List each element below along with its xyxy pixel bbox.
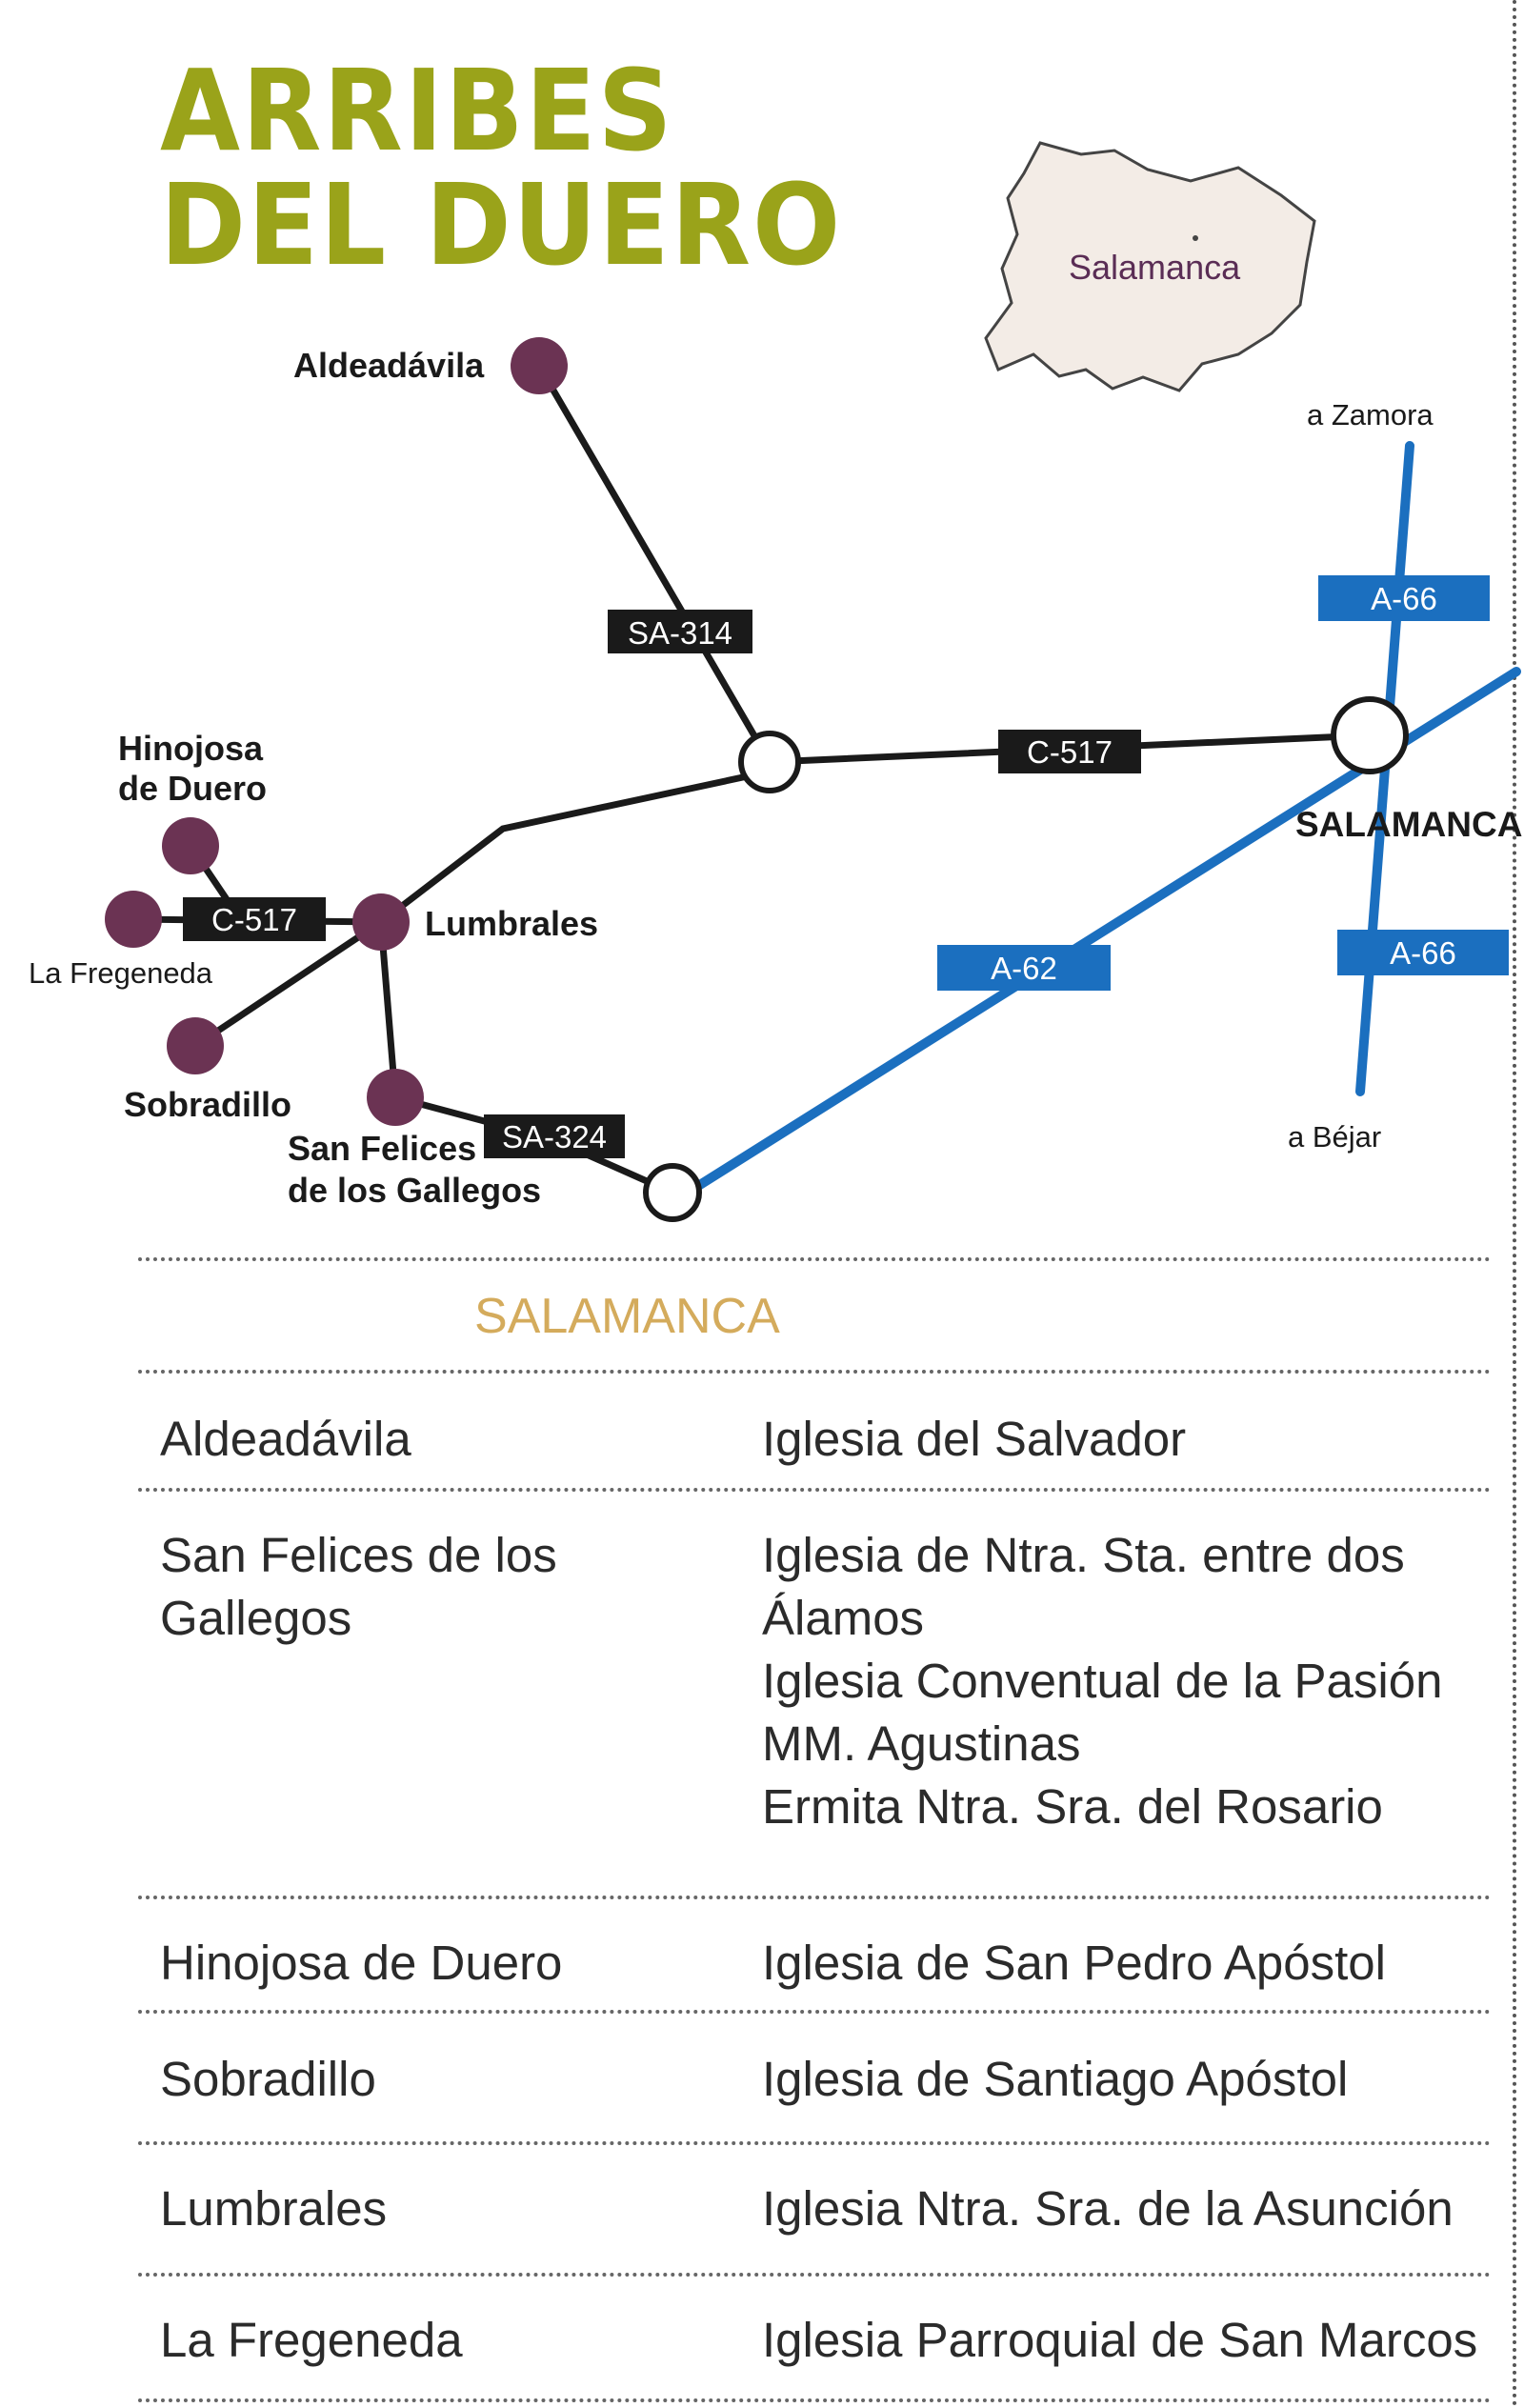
fregeneda-marker [105, 891, 162, 948]
c517-west-badge [183, 897, 326, 941]
sanfelices-marker [367, 1069, 424, 1126]
hinojosa-label-line-1: Hinojosa [118, 729, 264, 768]
site-name: Iglesia del Salvador [762, 1412, 1187, 1466]
junction-node [738, 731, 801, 793]
hinojosa-marker [162, 817, 219, 874]
aldeadavila-marker [511, 337, 568, 394]
dotted-divider [138, 1370, 1491, 1374]
town-name: Aldeadávila [160, 1412, 411, 1466]
lumbrales-label: Lumbrales [425, 904, 598, 943]
sobradillo-spur [191, 918, 385, 1050]
site-name: Iglesia de Santiago Apóstol [762, 2052, 1349, 2106]
a66-south-badge [1337, 930, 1509, 975]
c517-west-label: C-517 [211, 902, 297, 937]
site-name: Iglesia Parroquial de San Marcos [762, 2313, 1478, 2367]
hinojosa-label-line-2: de Duero [118, 769, 267, 808]
a66-north-badge [1318, 575, 1490, 621]
salamanca-city-node [1331, 696, 1409, 774]
route-map: Salamanca SA-314 [29, 141, 1522, 1222]
fregeneda-label: La Fregeneda [29, 956, 213, 990]
lumbrales-south-road [377, 918, 399, 1101]
site-name: Ermita Ntra. Sra. del Rosario [762, 1779, 1383, 1834]
sites-cell: Iglesia de Ntra. Sta. entre dos Álamos I… [762, 1524, 1514, 1838]
site-name: Iglesia Conventual de la Pasión MM. Agus… [762, 1654, 1443, 1771]
a62-badge [937, 945, 1111, 991]
page-edge-dotted-rule [1513, 0, 1516, 2408]
section-heading: SALAMANCA [474, 1289, 780, 1344]
dotted-divider [138, 1257, 1491, 1261]
site-name: Iglesia de Ntra. Sta. entre dos Álamos [762, 1528, 1405, 1645]
sa314-label: SA-314 [628, 615, 732, 651]
town-name: San Felices de los Gallegos [160, 1528, 557, 1645]
sa314-road [535, 362, 773, 766]
dotted-divider [138, 2398, 1491, 2402]
a66-north-label: A-66 [1371, 581, 1437, 616]
site-name: Iglesia Ntra. Sra. de la Asunción [762, 2181, 1454, 2236]
dotted-divider [138, 1488, 1491, 1492]
aldeadavila-label: Aldeadávila [293, 346, 485, 385]
dotted-divider [138, 2141, 1491, 2145]
sa314-badge [608, 610, 752, 653]
dotted-divider [138, 1896, 1491, 1899]
dotted-divider [138, 2273, 1491, 2277]
a-bejar-label: a Béjar [1288, 1120, 1381, 1154]
lumbrales-marker [352, 893, 410, 951]
c517-east-label: C-517 [1027, 734, 1113, 770]
sobradillo-marker [167, 1017, 224, 1074]
a62-label: A-62 [991, 951, 1057, 986]
a-zamora-label: a Zamora [1307, 398, 1434, 431]
salamanca-province-shape [984, 141, 1316, 392]
sa324-label: SA-324 [502, 1119, 607, 1154]
town-markers [105, 337, 568, 1126]
sanfelices-label-line-2: de los Gallegos [288, 1171, 541, 1210]
town-name: Sobradillo [160, 2052, 376, 2106]
salamanca-inset-dot [1193, 235, 1198, 241]
a66-south-label: A-66 [1390, 935, 1456, 971]
sites-cell: Iglesia de San Pedro Apóstol [762, 1932, 1514, 1995]
title-line-2: DEL DUERO [160, 159, 843, 291]
sa324-badge [484, 1114, 625, 1158]
sanfelices-label-line-1: San Felices [288, 1129, 476, 1168]
sites-cell: Iglesia Ntra. Sra. de la Asunción [762, 2177, 1514, 2240]
junction-node [643, 1163, 702, 1222]
dotted-divider [138, 2010, 1491, 2014]
inset-province-label: Salamanca [1069, 248, 1241, 287]
sites-cell: Iglesia de Santiago Apóstol [762, 2048, 1514, 2111]
sites-cell: Iglesia del Salvador [762, 1408, 1514, 1471]
town-name: La Fregeneda [160, 2313, 463, 2367]
sobradillo-label: Sobradillo [124, 1085, 291, 1124]
site-name: Iglesia de San Pedro Apóstol [762, 1936, 1386, 1990]
title-line-1: ARRIBES [160, 45, 674, 176]
sites-cell: Iglesia Parroquial de San Marcos [762, 2309, 1514, 2372]
salamanca-city-label: SALAMANCA [1295, 805, 1522, 844]
c517-east-badge [998, 730, 1141, 773]
town-name: Hinojosa de Duero [160, 1936, 563, 1990]
town-name: Lumbrales [160, 2181, 388, 2236]
page-title: ARRIBES DEL DUERO [160, 53, 901, 282]
